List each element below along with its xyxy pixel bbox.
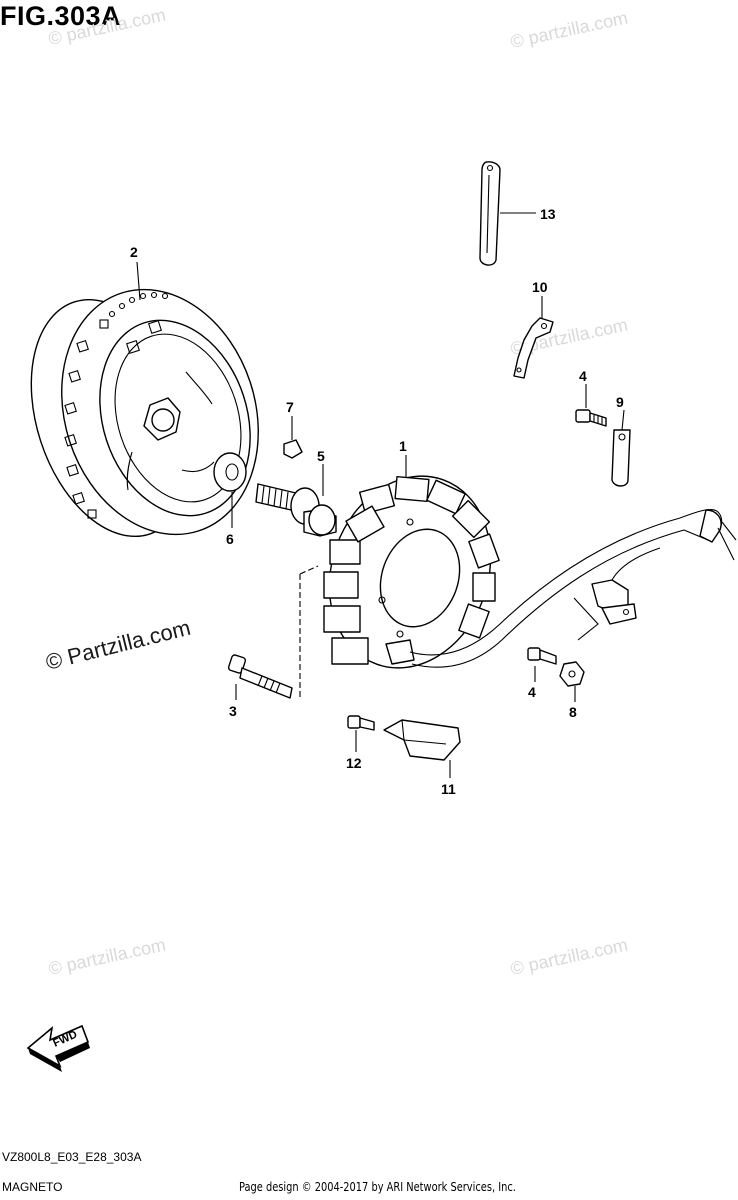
- part-9-plate: [611, 429, 631, 487]
- wire-harness: [409, 509, 737, 668]
- part-1-stator: [323, 475, 500, 669]
- callout-5: 5: [317, 448, 325, 464]
- watermark-main: © Partzilla.com: [43, 615, 193, 675]
- callout-4-lower: 4: [528, 684, 536, 700]
- part-3-screw: [227, 565, 319, 700]
- part-8-clamp: [559, 661, 585, 687]
- callout-6: 6: [226, 531, 234, 547]
- part-7-key: [283, 439, 303, 459]
- watermark-top-right: © partzilla.com: [509, 8, 630, 52]
- part-10-clip: [513, 317, 554, 379]
- callout-9: 9: [616, 394, 624, 410]
- callout-10: 10: [532, 279, 548, 295]
- callout-4-upper: 4: [579, 368, 587, 384]
- pickup-sensor: [573, 547, 661, 641]
- part-5-bolt: [255, 483, 337, 537]
- watermark-bottom-left: © partzilla.com: [47, 935, 168, 979]
- watermark-top-left: © partzilla.com: [47, 5, 168, 49]
- callout-11: 11: [441, 781, 456, 797]
- part-13-strap: [479, 161, 501, 266]
- callout-2: 2: [130, 244, 138, 260]
- callout-3: 3: [229, 703, 237, 719]
- part-4-lower-screw: [527, 647, 557, 665]
- part-4-upper-screw: [575, 409, 607, 427]
- callout-leaders: [136, 212, 625, 778]
- copyright-notice: Page design © 2004-2017 by ARI Network S…: [239, 1180, 516, 1194]
- fwd-arrow-icon: FWD: [26, 1024, 90, 1072]
- part-2-rotor: [30, 288, 259, 538]
- callout-numbers: 1 2 3 4 4 5 6 7 8 9 10 11 12 13: [130, 206, 624, 797]
- part-6-washer: [213, 452, 247, 492]
- callout-1: 1: [399, 438, 407, 454]
- figure-name: MAGNETO: [2, 1180, 63, 1194]
- watermark-bottom-right: © partzilla.com: [509, 935, 630, 979]
- figure-title: FIG.303A: [0, 1, 122, 31]
- part-12-screw: [347, 715, 375, 731]
- callout-8: 8: [569, 704, 577, 720]
- figure-code: VZ800L8_E03_E28_303A: [2, 1150, 142, 1164]
- callout-13: 13: [540, 206, 556, 222]
- callout-12: 12: [346, 755, 362, 771]
- callout-7: 7: [286, 399, 294, 415]
- part-11-plate: [383, 719, 461, 761]
